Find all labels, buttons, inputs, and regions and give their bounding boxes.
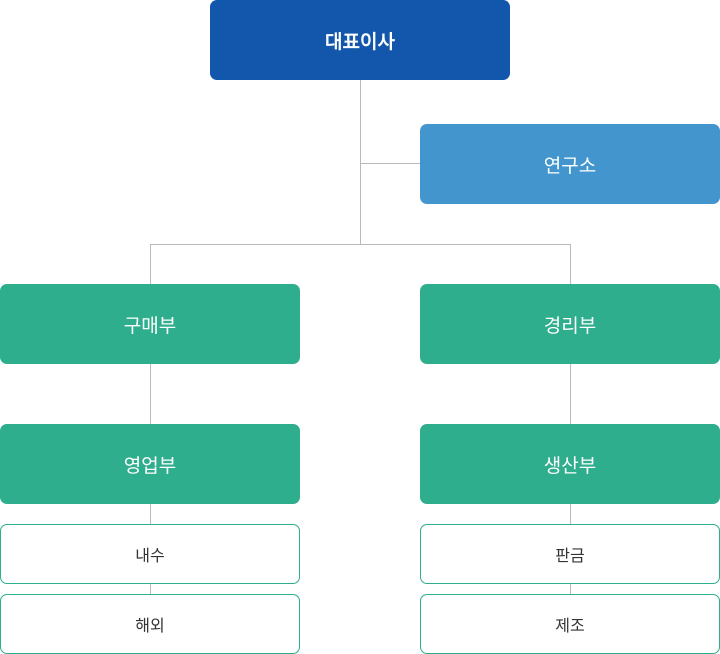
sales-unit-overseas-label: 해외 (135, 616, 165, 635)
ceo-box: 대표이사 (210, 0, 510, 80)
connector-horizontal (150, 244, 571, 245)
purchasing-label: 구매부 (123, 314, 177, 337)
sales-unit-domestic-box: 내수 (0, 524, 300, 584)
purchasing-box: 구매부 (0, 284, 300, 364)
sales-unit-overseas-box: 해외 (0, 594, 300, 654)
accounting-label: 경리부 (543, 314, 597, 337)
accounting-box: 경리부 (420, 284, 720, 364)
production-box: 생산부 (420, 424, 720, 504)
connector-right-drop (570, 244, 571, 284)
connector-accounting-production (570, 364, 571, 424)
production-unit-manufacturing-box: 제조 (420, 594, 720, 654)
research-label: 연구소 (543, 154, 597, 177)
connector-purchasing-sales (150, 364, 151, 424)
sales-box: 영업부 (0, 424, 300, 504)
connector-left-drop (150, 244, 151, 284)
connector-ceo-trunk (360, 80, 361, 245)
connector-research (360, 163, 420, 164)
ceo-label: 대표이사 (325, 30, 395, 53)
production-unit-sheetmetal-label: 판금 (555, 546, 585, 565)
production-unit-manufacturing-label: 제조 (555, 616, 585, 635)
research-box: 연구소 (420, 124, 720, 204)
sales-unit-domestic-label: 내수 (135, 546, 165, 565)
sales-label: 영업부 (123, 454, 177, 477)
production-label: 생산부 (543, 454, 597, 477)
production-unit-sheetmetal-box: 판금 (420, 524, 720, 584)
